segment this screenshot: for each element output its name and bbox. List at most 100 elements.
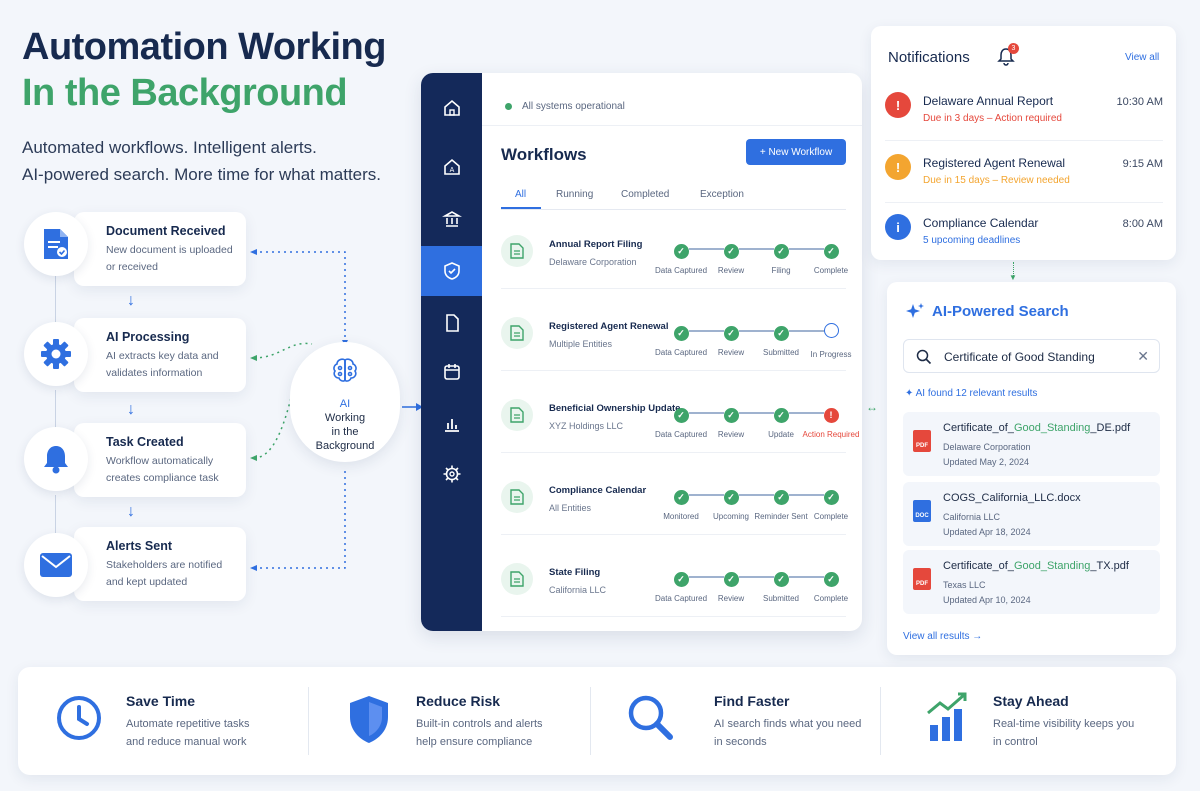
stage-connector	[739, 330, 774, 332]
check-icon: ✓	[723, 326, 739, 341]
workflow-stage: ✓Review	[701, 405, 761, 439]
check-icon: ✓	[723, 490, 739, 505]
hero-subtitle: Automated workflows. Intelligent alerts.…	[22, 134, 381, 188]
benefit-title: Reduce Risk	[416, 693, 501, 709]
brain-icon	[333, 358, 357, 382]
search-query: Certificate of Good Standing	[944, 350, 1095, 364]
workflow-stage: ✓Review	[701, 241, 761, 275]
stage-connector	[739, 576, 774, 578]
notification-time: 8:00 AM	[1122, 218, 1163, 230]
search-icon	[916, 349, 932, 365]
sidebar-item-compliance[interactable]	[421, 246, 482, 296]
workflow-icon	[501, 399, 533, 431]
sidebar-item-entities[interactable]: A	[421, 142, 482, 192]
search-input[interactable]: Certificate of Good Standing ✕	[903, 339, 1160, 373]
workflow-stage: ✓Complete	[801, 487, 861, 521]
step-title: Task Created	[106, 435, 184, 449]
bank-icon	[441, 211, 462, 227]
sidebar-item-institutions[interactable]	[421, 194, 482, 244]
result-entity: Delaware Corporation	[943, 442, 1031, 452]
tab-completed[interactable]: Completed	[621, 189, 670, 200]
new-workflow-button[interactable]: + New Workflow	[746, 139, 846, 165]
sidebar-item-settings[interactable]	[421, 449, 482, 499]
result-date: Updated May 2, 2024	[943, 457, 1030, 467]
benefit-title: Find Faster	[714, 693, 790, 709]
notifications-title: Notifications	[888, 49, 970, 66]
clear-icon[interactable]: ✕	[1137, 348, 1149, 364]
notification-title: Registered Agent Renewal	[923, 156, 1066, 170]
step-desc-line: Workflow automatically	[106, 455, 214, 467]
sidebar-item-reports[interactable]	[421, 399, 482, 449]
settings-gear-icon	[443, 465, 460, 483]
tab-running[interactable]: Running	[556, 189, 594, 200]
sparkle-icon	[905, 302, 925, 327]
sidebar-item-home[interactable]	[421, 83, 482, 133]
stage-label: Data Captured	[654, 266, 708, 275]
gear-icon	[24, 322, 88, 386]
result-date: Updated Apr 10, 2024	[943, 595, 1031, 605]
step-desc-line: creates compliance task	[106, 472, 219, 484]
filename-part: _DE.pdf	[1090, 422, 1131, 434]
calendar-icon	[443, 364, 460, 380]
stage-label: Complete	[813, 512, 849, 521]
double-arrow-icon: ↔	[866, 400, 878, 414]
growth-chart-icon	[927, 692, 967, 741]
hero-title-line2: In the Background	[22, 72, 348, 114]
step-description: Stakeholders are notified and kept updat…	[106, 557, 234, 591]
view-all-link[interactable]: View all	[1125, 52, 1160, 63]
stage-label: Submitted	[762, 594, 800, 603]
step-desc-line: Stakeholders are notified	[106, 559, 223, 571]
ai-working-bubble: AI Working in the Background	[290, 342, 400, 462]
benefit-title: Save Time	[126, 693, 196, 709]
step-title: Document Received	[106, 224, 226, 238]
notification-badge: 3	[1008, 43, 1019, 54]
workflow-stage: ✓Filing	[751, 241, 811, 275]
stage-label: Update	[768, 430, 794, 439]
workflow-entity: XYZ Holdings LLC	[549, 421, 624, 431]
hero-title-line1: Automation Working	[22, 26, 386, 68]
benefit-desc-line: in seconds	[714, 736, 767, 748]
system-status: All systems operational	[505, 101, 625, 112]
benefit-desc-line: in control	[993, 736, 1038, 748]
stage-connector	[789, 412, 824, 414]
benefit-divider	[308, 687, 309, 755]
file-type-label: PDF	[916, 443, 928, 449]
benefit-desc-line: Automate repetitive tasks	[126, 718, 250, 730]
filename-part: _TX.pdf	[1090, 560, 1129, 572]
notification-bell-icon[interactable]: 3	[996, 43, 1019, 71]
hero-subtitle-line1: Automated workflows. Intelligent alerts.	[22, 138, 317, 157]
workflow-name: State Filing	[549, 567, 601, 578]
check-icon: ✓	[673, 572, 689, 587]
tab-active-indicator	[501, 207, 541, 209]
tab-all[interactable]: All	[515, 189, 527, 200]
check-icon: ✓	[773, 326, 789, 341]
step-desc-line: or received	[106, 261, 158, 273]
hero-subtitle-line2: AI-powered search. More time for what ma…	[22, 165, 382, 184]
sidebar-item-calendar[interactable]	[421, 347, 482, 397]
view-all-results-link[interactable]: View all results →	[903, 631, 983, 642]
stage-connector	[689, 330, 724, 332]
sidebar-item-documents[interactable]	[421, 298, 482, 348]
stage-connector	[689, 576, 724, 578]
ai-connector-lines	[250, 249, 423, 571]
step-connector-line	[55, 495, 56, 533]
arrow-down-icon: ▼	[1009, 273, 1017, 282]
result-entity: California LLC	[943, 512, 1001, 522]
notification-time: 9:15 AM	[1122, 158, 1163, 170]
tab-exception[interactable]: Exception	[700, 189, 744, 200]
workflow-icon	[501, 317, 533, 349]
sparkle-icon: ✦	[905, 388, 914, 399]
